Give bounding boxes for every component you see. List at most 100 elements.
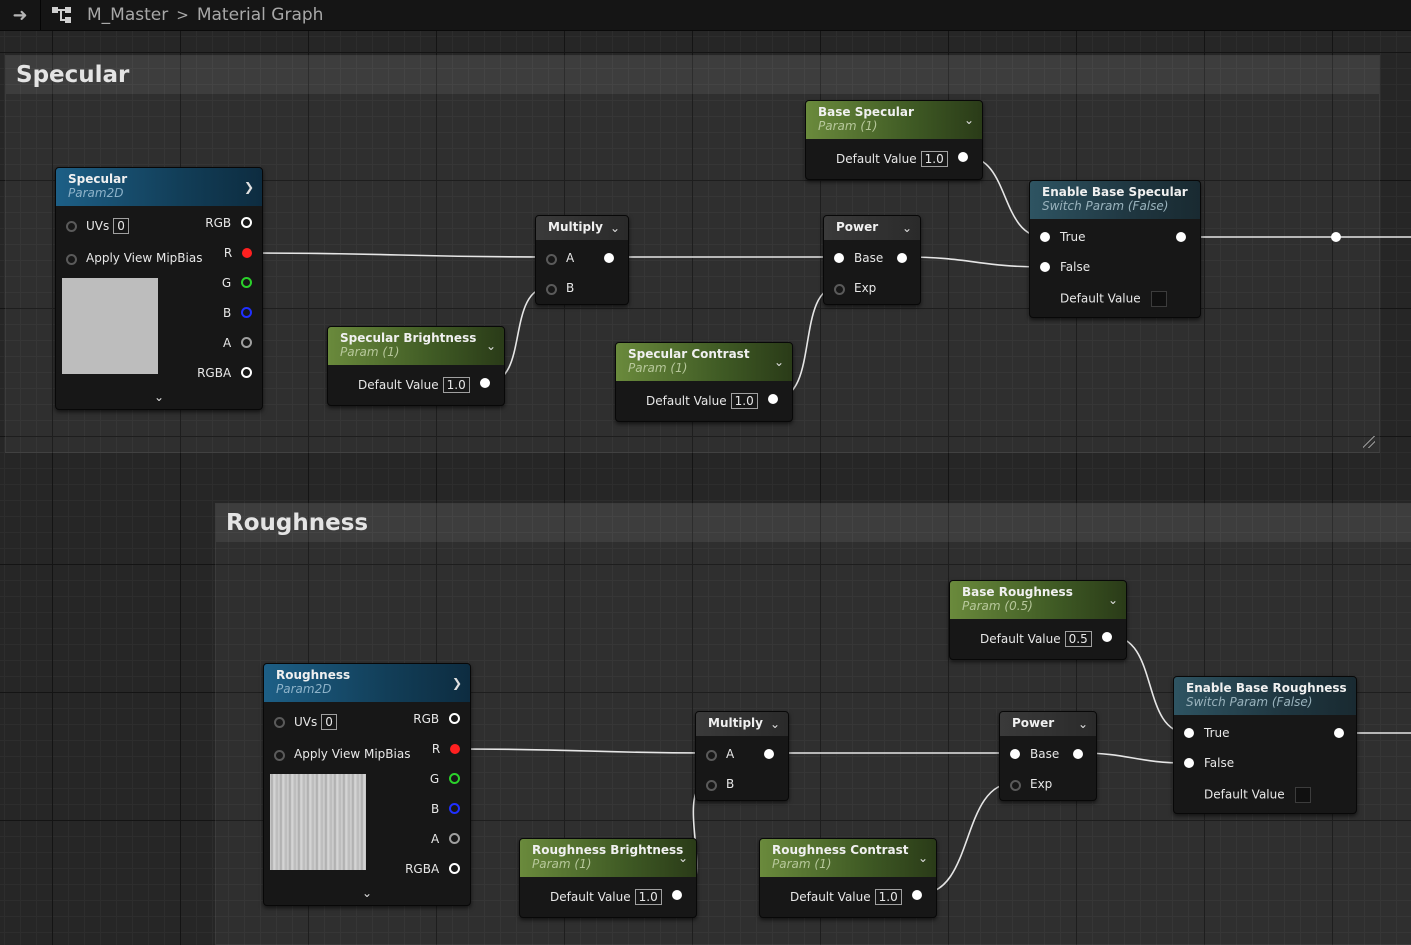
node-header[interactable]: Base Roughness Param (0.5) ⌄ bbox=[950, 581, 1126, 619]
arrow-right-icon[interactable]: ➜ bbox=[12, 4, 28, 26]
node-header[interactable]: Enable Base Specular Switch Param (False… bbox=[1030, 181, 1200, 219]
chevron-down-icon[interactable]: ⌄ bbox=[154, 390, 165, 404]
output-g[interactable]: G bbox=[222, 276, 252, 290]
node-header[interactable]: Enable Base Roughness Switch Param (Fals… bbox=[1174, 677, 1356, 715]
output-r[interactable]: R bbox=[224, 246, 252, 260]
output-pin-icon[interactable] bbox=[1073, 749, 1083, 759]
chevron-down-icon[interactable]: ⌄ bbox=[917, 851, 928, 865]
breadcrumb-asset[interactable]: M_Master bbox=[87, 5, 169, 25]
output-pin-icon[interactable] bbox=[480, 378, 490, 388]
input-pin-icon[interactable] bbox=[1010, 780, 1021, 791]
node-specular-contrast[interactable]: Specular Contrast Param (1) ⌄ Default Va… bbox=[615, 342, 793, 422]
output-b[interactable]: B bbox=[431, 802, 460, 816]
input-false[interactable]: False bbox=[1184, 756, 1234, 770]
output-pin-icon[interactable] bbox=[449, 833, 460, 844]
input-b[interactable]: B bbox=[546, 281, 574, 295]
input-base[interactable]: Base bbox=[1010, 747, 1059, 761]
output-r[interactable]: R bbox=[432, 742, 460, 756]
node-header[interactable]: Multiply ⌄ bbox=[536, 216, 628, 240]
chevron-down-icon[interactable]: ⌄ bbox=[677, 851, 688, 865]
comment-title-roughness[interactable]: Roughness bbox=[216, 504, 1411, 542]
node-specular-power[interactable]: Power ⌄ Base Exp bbox=[823, 215, 921, 305]
output-pin-icon[interactable] bbox=[1334, 728, 1344, 738]
output-pin-icon[interactable] bbox=[241, 277, 252, 288]
node-enable-base-specular[interactable]: Enable Base Specular Switch Param (False… bbox=[1029, 180, 1201, 318]
input-pin-icon[interactable] bbox=[1040, 232, 1050, 242]
chevron-down-icon[interactable]: ⌄ bbox=[769, 717, 780, 731]
node-header[interactable]: Specular Param2D ❯ bbox=[56, 168, 262, 206]
chevron-down-icon[interactable]: ⌄ bbox=[1077, 717, 1088, 731]
output-pin-icon[interactable] bbox=[1176, 232, 1186, 242]
input-pin-icon[interactable] bbox=[706, 750, 717, 761]
chevron-down-icon[interactable]: ⌄ bbox=[901, 221, 912, 235]
input-pin-icon[interactable] bbox=[1184, 758, 1194, 768]
input-a[interactable]: A bbox=[546, 251, 574, 265]
node-specular-multiply[interactable]: Multiply ⌄ A B bbox=[535, 215, 629, 305]
input-true[interactable]: True bbox=[1040, 230, 1086, 244]
output-pin-icon[interactable] bbox=[1102, 632, 1112, 642]
node-header[interactable]: Multiply ⌄ bbox=[696, 712, 788, 736]
mipbias-input[interactable]: Apply View MipBias bbox=[274, 747, 410, 761]
input-pin-icon[interactable] bbox=[834, 284, 845, 295]
node-roughness-multiply[interactable]: Multiply ⌄ A B bbox=[695, 711, 789, 801]
output-pin-icon[interactable] bbox=[764, 749, 774, 759]
resize-grip-icon[interactable] bbox=[1363, 436, 1375, 448]
default-value-checkbox[interactable] bbox=[1150, 291, 1167, 307]
output-pin-icon[interactable] bbox=[449, 803, 460, 814]
default-value-input[interactable]: 1.0 bbox=[920, 151, 948, 167]
output-pin-icon[interactable] bbox=[768, 394, 778, 404]
input-exp[interactable]: Exp bbox=[1010, 777, 1052, 791]
node-header[interactable]: Roughness Contrast Param (1) ⌄ bbox=[760, 839, 936, 877]
input-false[interactable]: False bbox=[1040, 260, 1090, 274]
output-pin-icon[interactable] bbox=[604, 253, 614, 263]
output-pin-icon[interactable] bbox=[242, 248, 252, 258]
input-pin-icon[interactable] bbox=[546, 254, 557, 265]
input-exp[interactable]: Exp bbox=[834, 281, 876, 295]
output-rgb[interactable]: RGB bbox=[413, 712, 460, 726]
node-header[interactable]: Roughness Brightness Param (1) ⌄ bbox=[520, 839, 696, 877]
node-header[interactable]: Power ⌄ bbox=[1000, 712, 1096, 736]
input-b[interactable]: B bbox=[706, 777, 734, 791]
comment-title-specular[interactable]: Specular bbox=[6, 56, 1379, 94]
node-header[interactable]: Specular Brightness Param (1) ⌄ bbox=[328, 327, 504, 365]
output-rgba[interactable]: RGBA bbox=[197, 366, 252, 380]
input-pin-icon[interactable] bbox=[274, 750, 285, 761]
output-pin-icon[interactable] bbox=[449, 773, 460, 784]
node-roughness-contrast[interactable]: Roughness Contrast Param (1) ⌄ Default V… bbox=[759, 838, 937, 918]
output-pin-icon[interactable] bbox=[241, 217, 252, 228]
output-pin-icon[interactable] bbox=[672, 890, 682, 900]
default-value-field[interactable]: Default Value bbox=[1060, 291, 1167, 307]
input-true[interactable]: True bbox=[1184, 726, 1230, 740]
input-pin-icon[interactable] bbox=[66, 254, 77, 265]
node-enable-base-roughness[interactable]: Enable Base Roughness Switch Param (Fals… bbox=[1173, 676, 1357, 814]
output-a[interactable]: A bbox=[431, 832, 460, 846]
output-b[interactable]: B bbox=[223, 306, 252, 320]
output-a[interactable]: A bbox=[223, 336, 252, 350]
chevron-down-icon[interactable]: ⌄ bbox=[609, 221, 620, 235]
node-header[interactable]: Base Specular Param (1) ⌄ bbox=[806, 101, 982, 139]
output-pin-icon[interactable] bbox=[241, 337, 252, 348]
breadcrumb-graph[interactable]: Material Graph bbox=[196, 5, 324, 25]
input-pin-icon[interactable] bbox=[66, 221, 77, 232]
node-roughness-brightness[interactable]: Roughness Brightness Param (1) ⌄ Default… bbox=[519, 838, 697, 918]
input-pin-icon[interactable] bbox=[1184, 728, 1194, 738]
output-pin-icon[interactable] bbox=[241, 307, 252, 318]
output-rgba[interactable]: RGBA bbox=[405, 862, 460, 876]
node-header[interactable]: Roughness Param2D ❯ bbox=[264, 664, 470, 702]
chevron-down-icon[interactable]: ⌄ bbox=[773, 355, 784, 369]
default-value-input[interactable]: 1.0 bbox=[442, 377, 470, 393]
node-header[interactable]: Power ⌄ bbox=[824, 216, 920, 240]
default-value-input[interactable]: 1.0 bbox=[874, 889, 902, 905]
output-pin-icon[interactable] bbox=[958, 152, 968, 162]
node-roughness-power[interactable]: Power ⌄ Base Exp bbox=[999, 711, 1097, 801]
default-value-input[interactable]: 0.5 bbox=[1064, 631, 1092, 647]
output-g[interactable]: G bbox=[430, 772, 460, 786]
node-header[interactable]: Specular Contrast Param (1) ⌄ bbox=[616, 343, 792, 381]
input-pin-icon[interactable] bbox=[706, 780, 717, 791]
